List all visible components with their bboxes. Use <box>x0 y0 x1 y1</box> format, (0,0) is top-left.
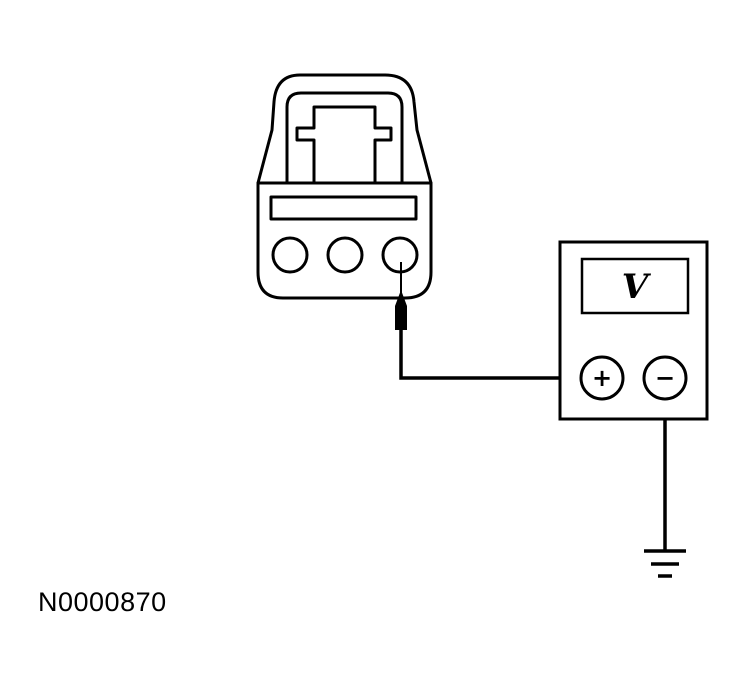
connector-housing <box>256 73 433 300</box>
positive-terminal <box>579 355 625 401</box>
connector-pins <box>271 236 419 274</box>
figure-reference-code: N0000870 <box>38 587 167 617</box>
positive-terminal-symbol: + <box>592 364 612 392</box>
voltmeter: V + − <box>558 240 709 421</box>
locking-latch <box>295 105 393 185</box>
negative-terminal <box>642 355 688 401</box>
electrical-connector <box>256 73 433 300</box>
voltmeter-display <box>580 257 690 315</box>
test-leads <box>399 330 667 551</box>
positive-test-lead <box>399 330 581 380</box>
probe-tip <box>395 290 407 330</box>
ground-icon <box>644 549 686 578</box>
connector-pin-2 <box>326 236 364 274</box>
locking-tab-outline <box>285 91 404 185</box>
negative-terminal-symbol: − <box>655 364 675 392</box>
connector-pin-1 <box>271 236 309 274</box>
test-probe <box>395 262 407 330</box>
voltmeter-display-symbol: V <box>622 267 652 307</box>
connector-label-window <box>269 195 418 221</box>
